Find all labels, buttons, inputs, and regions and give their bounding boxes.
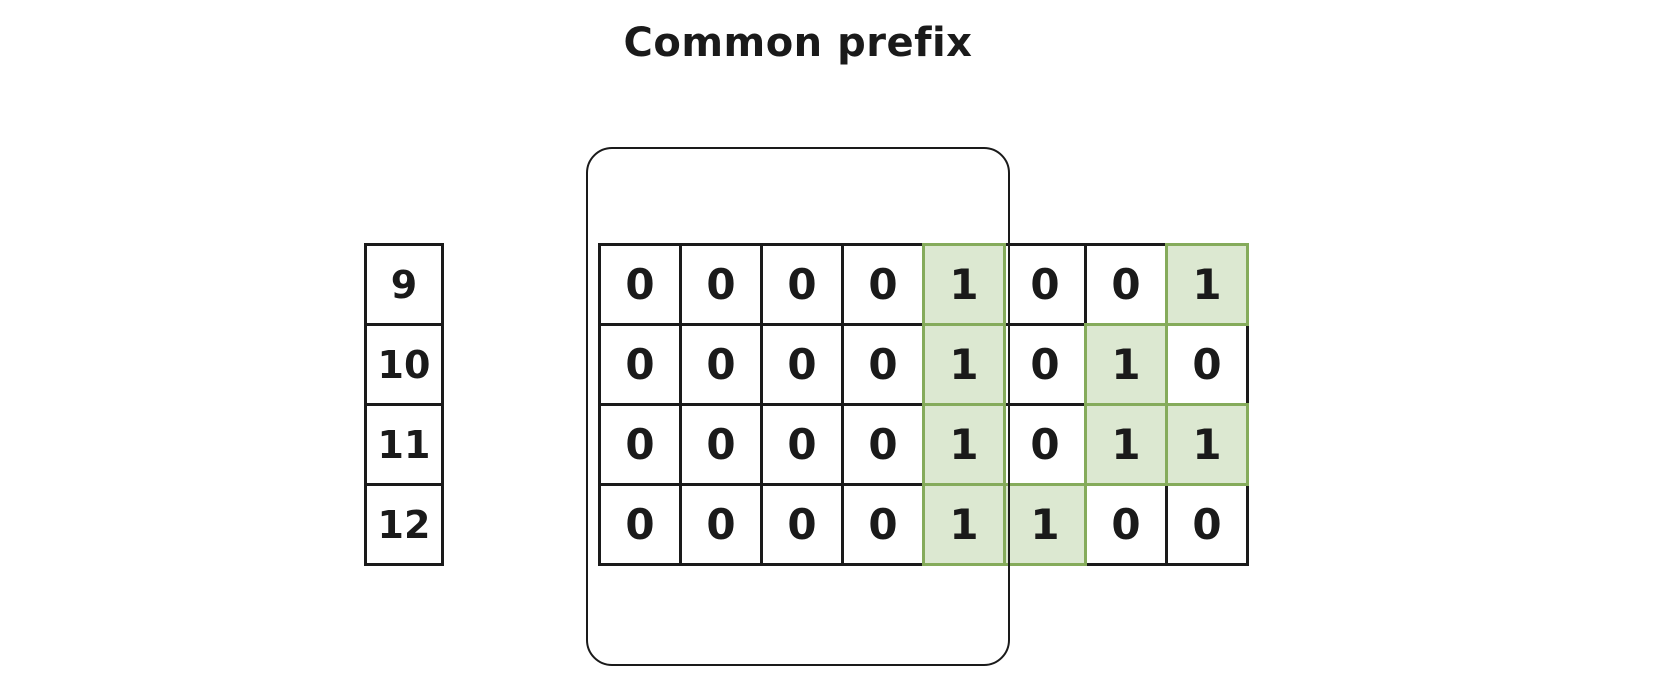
bit-cell-one: 1 (922, 403, 1006, 486)
bit-cell-zero: 0 (679, 323, 763, 406)
row-label-cell: 11 (364, 403, 444, 486)
bit-cell-one: 1 (922, 243, 1006, 326)
bit-cell-zero: 0 (1165, 323, 1249, 406)
bit-cell-zero: 0 (679, 483, 763, 566)
bit-cell-zero: 0 (598, 483, 682, 566)
bit-cell-zero: 0 (679, 243, 763, 326)
bit-cell-zero: 0 (1084, 243, 1168, 326)
bit-cell-zero: 0 (1003, 323, 1087, 406)
bit-cell-one: 1 (1084, 323, 1168, 406)
bit-cell-zero: 0 (841, 403, 925, 486)
diagram-title: Common prefix (623, 20, 973, 66)
bit-cell-zero: 0 (841, 243, 925, 326)
bit-cell-zero: 0 (598, 243, 682, 326)
bit-cell-one: 1 (1003, 483, 1087, 566)
bit-cell-zero: 0 (1084, 483, 1168, 566)
bit-cell-zero: 0 (760, 483, 844, 566)
bit-cell-zero: 0 (1165, 483, 1249, 566)
bit-cell-zero: 0 (841, 323, 925, 406)
bit-cell-zero: 0 (598, 403, 682, 486)
bit-cell-zero: 0 (679, 403, 763, 486)
bit-cell-one: 1 (922, 483, 1006, 566)
bit-cell-zero: 0 (760, 403, 844, 486)
bit-cell-one: 1 (1165, 403, 1249, 486)
bit-cell-zero: 0 (1003, 403, 1087, 486)
bit-cell-zero: 0 (841, 483, 925, 566)
bit-cell-zero: 0 (760, 323, 844, 406)
bit-cell-one: 1 (922, 323, 1006, 406)
row-label-cell: 12 (364, 483, 444, 566)
row-label-cell: 9 (364, 243, 444, 326)
bit-cell-zero: 0 (760, 243, 844, 326)
bit-cell-one: 1 (1084, 403, 1168, 486)
bit-cell-zero: 0 (1003, 243, 1087, 326)
bit-cell-one: 1 (1165, 243, 1249, 326)
bit-cell-zero: 0 (598, 323, 682, 406)
row-label-cell: 10 (364, 323, 444, 406)
